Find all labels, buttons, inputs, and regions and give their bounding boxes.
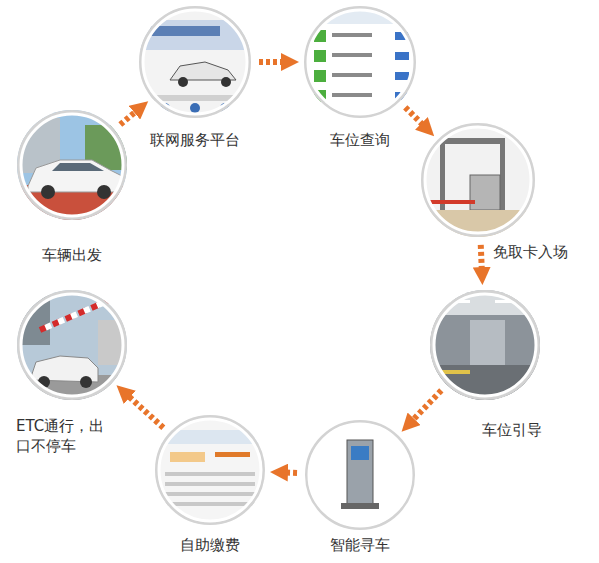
node-caption: 车位引导 xyxy=(482,420,542,441)
node-caption: 智能寻车 xyxy=(330,535,390,556)
photo-circle-node: 车辆出发 xyxy=(17,110,127,220)
flow-arrow xyxy=(259,59,290,65)
exit-photo xyxy=(15,288,130,405)
caption-text: 车辆出发 xyxy=(42,246,102,264)
photo-circle-node: 联网服务平台 xyxy=(139,6,251,118)
caption-text: ETC通行，出 口不停车 xyxy=(16,417,104,456)
payment-photo xyxy=(155,415,265,525)
photo-circle-node: ETC通行，出 口不停车 xyxy=(17,290,127,400)
circle-rim xyxy=(307,422,414,529)
flow-arrow xyxy=(408,390,442,425)
circle-rim xyxy=(21,114,123,216)
circle-rim xyxy=(423,125,534,236)
node-caption: 免取卡入场 xyxy=(493,242,568,263)
circle-rim xyxy=(21,294,123,396)
caption-text: 联网服务平台 xyxy=(150,131,240,149)
circle-outline xyxy=(17,110,127,220)
node-caption: 车辆出发 xyxy=(42,245,102,266)
kiosk-photo xyxy=(305,420,415,530)
circle-outline xyxy=(305,420,415,530)
photo-circle-node: 车位查询 xyxy=(304,6,416,118)
circle-rim xyxy=(425,127,531,233)
caption-text: 免取卡入场 xyxy=(493,243,568,261)
garage-photo xyxy=(430,290,540,400)
circle-rim xyxy=(306,8,415,117)
car-photo xyxy=(15,108,130,225)
node-caption: 车位查询 xyxy=(330,130,390,151)
flow-arrow xyxy=(123,391,163,427)
node-caption: 联网服务平台 xyxy=(150,130,240,151)
circle-rim xyxy=(434,294,536,396)
circle-rim xyxy=(143,10,247,114)
circle-rim xyxy=(159,419,261,521)
website-photo xyxy=(135,4,255,124)
circle-rim xyxy=(19,112,126,219)
circle-outline xyxy=(139,6,251,118)
flow-arrow xyxy=(405,107,428,130)
flow-arrow xyxy=(279,469,297,476)
circle-rim xyxy=(141,8,250,117)
node-caption: ETC通行，出 口不停车 xyxy=(16,416,108,457)
circle-outline xyxy=(421,123,535,237)
gate-photo xyxy=(420,122,536,238)
flow-arrow xyxy=(120,107,141,125)
circle-rim xyxy=(157,417,264,524)
app-photo xyxy=(300,4,420,124)
caption-text: 车位引导 xyxy=(482,421,542,439)
caption-text: 智能寻车 xyxy=(330,536,390,554)
circle-rim xyxy=(308,10,412,114)
circle-outline xyxy=(430,290,540,400)
flow-arrow xyxy=(481,245,482,276)
circle-outline xyxy=(304,6,416,118)
circle-outline xyxy=(155,415,265,525)
circle-rim xyxy=(19,292,126,399)
circle-rim xyxy=(309,424,411,526)
caption-text: 车位查询 xyxy=(330,131,390,149)
photo-circle-node: 自助缴费 xyxy=(155,415,265,525)
circle-rim xyxy=(432,292,539,399)
photo-circle-node: 智能寻车 xyxy=(305,420,415,530)
caption-text: 自助缴费 xyxy=(180,536,240,554)
node-caption: 自助缴费 xyxy=(180,535,240,556)
circle-outline xyxy=(17,290,127,400)
photo-circle-node: 免取卡入场 xyxy=(421,123,535,237)
photo-circle-node: 车位引导 xyxy=(430,290,540,400)
